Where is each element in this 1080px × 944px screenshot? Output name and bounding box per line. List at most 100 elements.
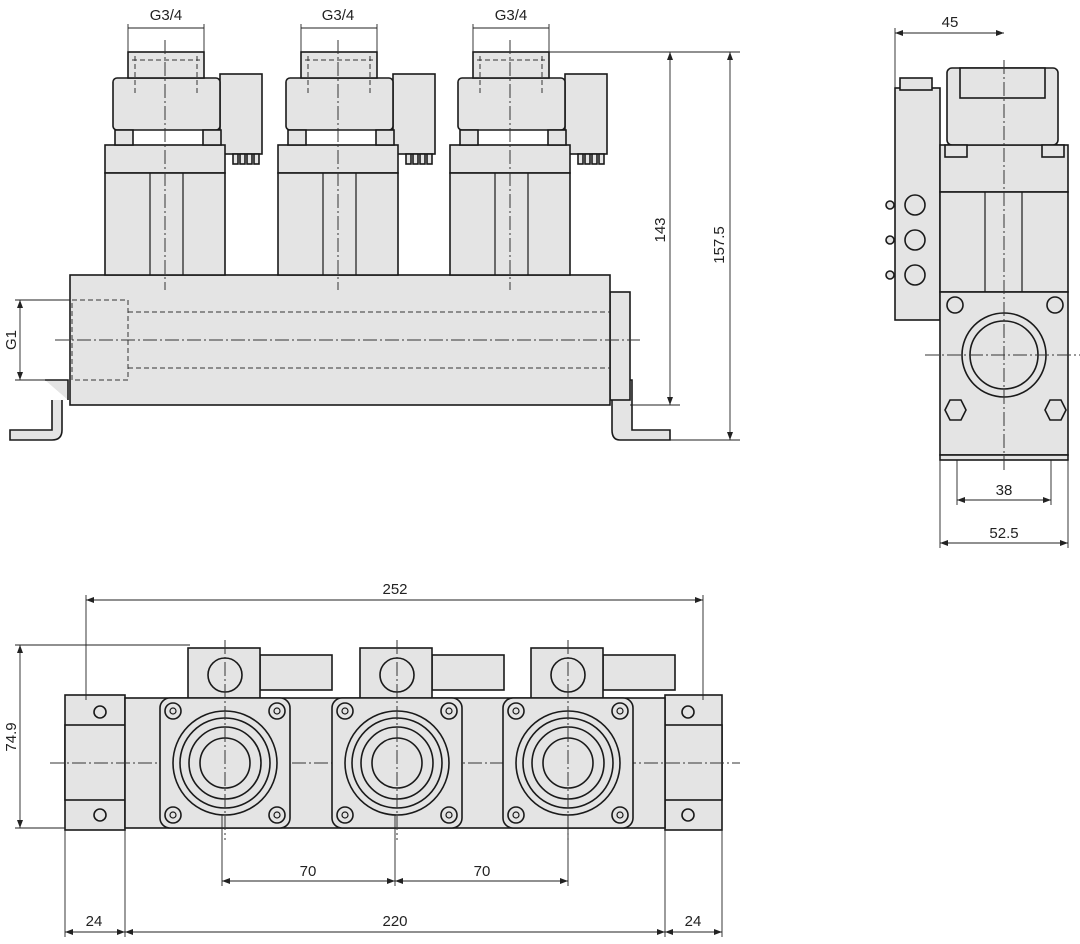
bolt-center (445, 707, 453, 715)
side-view (885, 60, 1080, 470)
arrowhead (657, 929, 665, 935)
arrowhead (17, 372, 23, 380)
nut (375, 129, 395, 146)
solenoid-valve-3 (449, 24, 608, 290)
bolt-center (273, 811, 281, 819)
plug-pin (591, 153, 598, 165)
plug-pin (246, 153, 253, 165)
bolt-center (616, 811, 624, 819)
port-thread (472, 51, 550, 79)
bolt-center (445, 811, 453, 819)
plug-pin (405, 153, 412, 165)
arrowhead (1060, 540, 1068, 546)
inlet-label: G1 (3, 330, 20, 350)
solenoid-valve-2 (277, 24, 436, 290)
flange-bolt (611, 806, 629, 824)
arrowhead (222, 878, 230, 884)
nut (1041, 144, 1065, 158)
bolt-center (341, 811, 349, 819)
body-length-dim-label: 220 (382, 913, 407, 930)
side-port (959, 67, 1046, 99)
arrowhead (560, 878, 568, 884)
coil-housing (112, 77, 221, 131)
connector-plug (564, 73, 608, 155)
top-valve-1 (159, 640, 333, 840)
arrowhead (125, 929, 133, 935)
hex-bolt (944, 399, 967, 421)
right-end-cap (609, 291, 631, 401)
top-valve-2 (331, 640, 505, 840)
arrowhead (387, 878, 395, 884)
bolt-center (512, 707, 520, 715)
pitch-dim-label-1: 70 (300, 863, 317, 880)
arrowhead (17, 645, 23, 653)
flange-bolt (164, 702, 182, 720)
arrowhead (17, 820, 23, 828)
dimensions (15, 28, 1069, 937)
left-bracket (9, 379, 69, 441)
bolt-center (169, 811, 177, 819)
plug-pin (412, 153, 419, 165)
arrowhead (17, 300, 23, 308)
bolt-center (341, 707, 349, 715)
arrowhead (665, 929, 673, 935)
connector-screw (904, 264, 926, 286)
bolt-center (273, 707, 281, 715)
mount-slot (681, 705, 695, 719)
connector-screw (904, 229, 926, 251)
arrowhead (117, 929, 125, 935)
plug-pin (426, 153, 433, 165)
screw-head (885, 235, 895, 245)
solenoid-valve-1 (104, 24, 263, 290)
screw-head (885, 270, 895, 280)
top-view (50, 640, 740, 840)
bolt-center (512, 811, 520, 819)
side-width-dim-label: 52.5 (989, 525, 1018, 542)
flange-bolt (611, 702, 629, 720)
port-thread (127, 51, 205, 79)
port-label-1: G3/4 (150, 7, 183, 24)
plug-pin (232, 153, 239, 165)
flange-bolt (268, 702, 286, 720)
nut (202, 129, 222, 146)
coil-housing (457, 77, 566, 131)
port-label-2: G3/4 (322, 7, 355, 24)
screw-head (885, 200, 895, 210)
nut (114, 129, 134, 146)
arrowhead (957, 497, 965, 503)
flange-bolt (268, 806, 286, 824)
end-left-dim-label: 24 (86, 913, 103, 930)
arrowhead (895, 30, 903, 36)
plug-pin (419, 153, 426, 165)
hex-bolt (1044, 399, 1067, 421)
port-thread (300, 51, 378, 79)
connector-plug (392, 73, 436, 155)
arrowhead (727, 52, 733, 60)
connector-plug (219, 73, 263, 155)
plug-pin (598, 153, 605, 165)
bolt-center (616, 707, 624, 715)
end-right-dim-label: 24 (685, 913, 702, 930)
top-valve-3 (502, 640, 676, 840)
mount-slot (93, 808, 107, 822)
arrowhead (996, 30, 1004, 36)
connector-top (899, 77, 933, 91)
pitch-dim-label-2: 70 (474, 863, 491, 880)
arrowhead (65, 929, 73, 935)
overall-height-dim-label: 157.5 (711, 226, 728, 264)
nut (547, 129, 567, 146)
arrowhead (714, 929, 722, 935)
arrowhead (667, 397, 673, 405)
top-width-dim-label: 74.9 (3, 722, 20, 751)
arrowhead (940, 540, 948, 546)
side-top-dim-label: 45 (942, 14, 959, 31)
flange-bolt (164, 806, 182, 824)
flange-bolt (336, 806, 354, 824)
arrowhead (667, 52, 673, 60)
bolt-hole (1046, 296, 1064, 314)
plug-pin (253, 153, 260, 165)
overall-length-dim-label: 252 (382, 581, 407, 598)
flange-bolt (440, 806, 458, 824)
flange-bolt (507, 806, 525, 824)
